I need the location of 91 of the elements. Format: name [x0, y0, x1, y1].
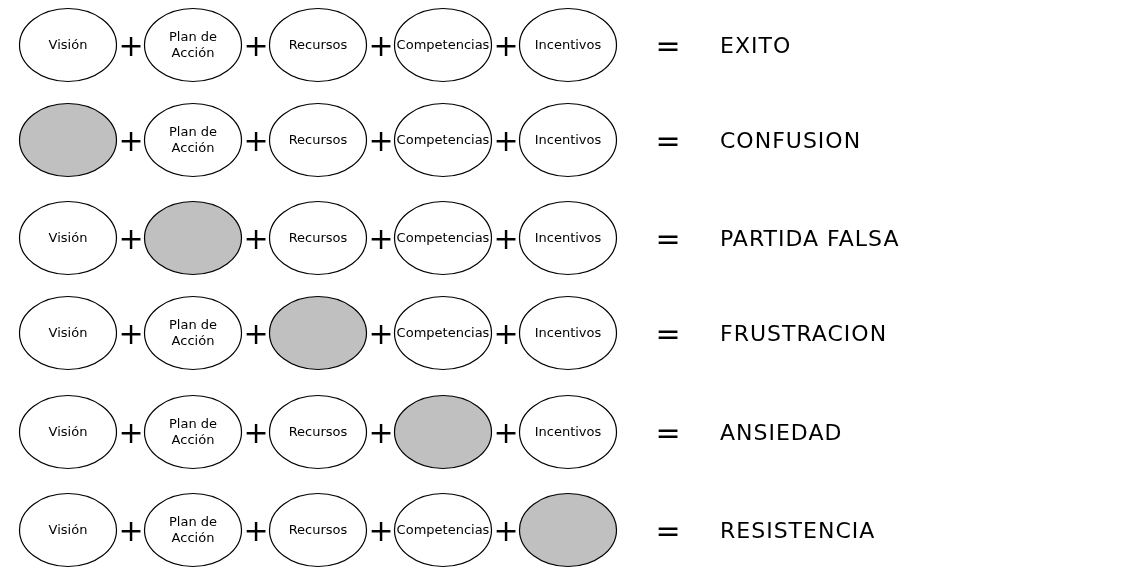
operator-sign: +	[368, 27, 394, 63]
operator-sign: +	[118, 27, 144, 63]
operator-sign: +	[493, 220, 519, 256]
operator-sign: =	[655, 414, 681, 450]
operator-sign: +	[118, 220, 144, 256]
ellipse-node	[393, 7, 493, 83]
node-text: Visión	[48, 324, 88, 342]
node-text: Competencias	[396, 324, 490, 342]
operator-sign: +	[493, 414, 519, 450]
ellipse-node	[393, 200, 493, 276]
ellipse-node	[518, 200, 618, 276]
ellipse-node	[143, 7, 243, 83]
node-text: Incentivos	[534, 229, 602, 247]
result-text: ANSIEDAD	[720, 419, 843, 445]
node-text: Visión	[48, 423, 88, 441]
operator-sign: +	[243, 512, 269, 548]
shaded-ellipse	[143, 200, 243, 276]
result-text: RESISTENCIA	[720, 517, 876, 543]
ellipse-node	[393, 102, 493, 178]
node-text: Incentivos	[534, 423, 602, 441]
result-text: PARTIDA FALSA	[720, 225, 900, 251]
operator-sign: +	[368, 122, 394, 158]
ellipse-node	[143, 102, 243, 178]
operator-sign: +	[118, 414, 144, 450]
node-text: Plan de Acción	[167, 415, 218, 449]
operator-sign: +	[368, 414, 394, 450]
operator-sign: +	[243, 220, 269, 256]
result-text: CONFUSION	[720, 127, 862, 153]
node-text: Incentivos	[534, 131, 602, 149]
ellipse-node	[18, 492, 118, 568]
ellipse-node	[18, 7, 118, 83]
node-text: Plan de Acción	[167, 28, 218, 62]
shaded-ellipse	[393, 394, 493, 470]
operator-sign: +	[243, 414, 269, 450]
shaded-ellipse	[18, 102, 118, 178]
node-text: Visión	[48, 521, 88, 539]
ellipse-node	[143, 492, 243, 568]
node-text: Recursos	[288, 423, 348, 441]
shaded-ellipse	[518, 492, 618, 568]
operator-sign: =	[655, 220, 681, 256]
node-text: Recursos	[288, 229, 348, 247]
ellipse-node	[518, 102, 618, 178]
operator-sign: +	[243, 122, 269, 158]
operator-sign: +	[368, 512, 394, 548]
node-text: Competencias	[396, 229, 490, 247]
ellipse-node	[143, 295, 243, 371]
operator-sign: =	[655, 512, 681, 548]
operator-sign: =	[655, 122, 681, 158]
operator-sign: +	[368, 315, 394, 351]
ellipse-node	[268, 7, 368, 83]
ellipse-node	[268, 492, 368, 568]
node-text: Incentivos	[534, 36, 602, 54]
operator-sign: =	[655, 315, 681, 351]
ellipse-node	[268, 394, 368, 470]
shaded-ellipse	[268, 295, 368, 371]
operator-sign: =	[655, 27, 681, 63]
ellipse-node	[268, 102, 368, 178]
node-text: Plan de Acción	[167, 123, 218, 157]
ellipse-node	[393, 492, 493, 568]
operator-sign: +	[118, 315, 144, 351]
node-text: Recursos	[288, 131, 348, 149]
ellipse-node	[18, 394, 118, 470]
node-text: Competencias	[396, 36, 490, 54]
node-text: Plan de Acción	[167, 316, 218, 350]
result-text: EXITO	[720, 32, 792, 58]
node-text: Visión	[48, 229, 88, 247]
ellipse-node	[518, 295, 618, 371]
operator-sign: +	[243, 315, 269, 351]
operator-sign: +	[493, 512, 519, 548]
node-text: Plan de Acción	[167, 513, 218, 547]
operator-sign: +	[493, 122, 519, 158]
ellipse-node	[18, 295, 118, 371]
operator-sign: +	[243, 27, 269, 63]
operator-sign: +	[118, 512, 144, 548]
ellipse-node	[18, 200, 118, 276]
node-text: Incentivos	[534, 324, 602, 342]
ellipse-node	[268, 200, 368, 276]
result-text: FRUSTRACION	[720, 320, 888, 346]
node-text: Competencias	[396, 131, 490, 149]
ellipse-node	[393, 295, 493, 371]
operator-sign: +	[493, 315, 519, 351]
node-text: Visión	[48, 36, 88, 54]
ellipse-node	[518, 7, 618, 83]
ellipse-node	[518, 394, 618, 470]
ellipse-node	[143, 394, 243, 470]
node-text: Recursos	[288, 521, 348, 539]
operator-sign: +	[118, 122, 144, 158]
node-text: Competencias	[396, 521, 490, 539]
operator-sign: +	[368, 220, 394, 256]
node-text: Recursos	[288, 36, 348, 54]
operator-sign: +	[493, 27, 519, 63]
